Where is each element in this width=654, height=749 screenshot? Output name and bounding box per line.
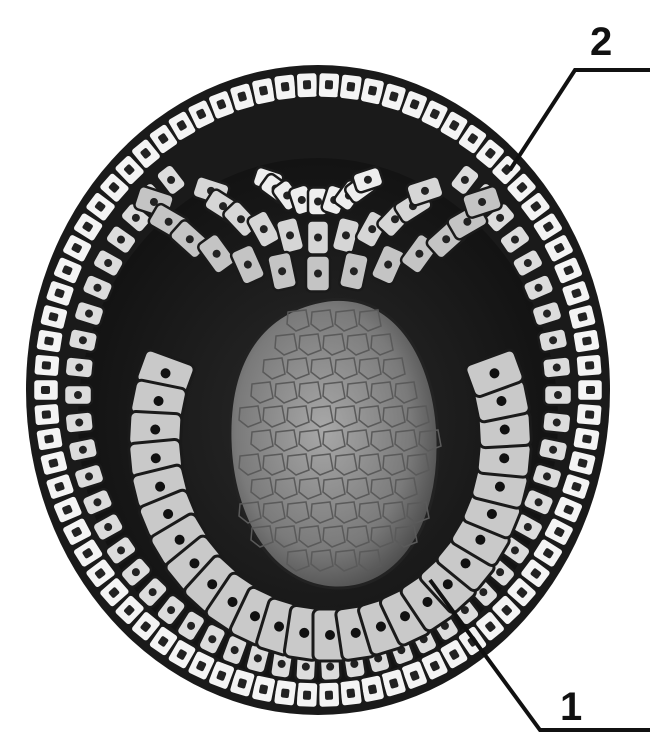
mesoderm-cell bbox=[542, 356, 572, 379]
ectoderm-cell bbox=[39, 449, 70, 477]
neural-cell bbox=[306, 256, 330, 292]
ectoderm-cell bbox=[338, 679, 363, 707]
ectoderm-cell bbox=[567, 303, 598, 331]
neural-cell bbox=[307, 221, 329, 255]
ectoderm-cell bbox=[273, 73, 298, 101]
ectoderm-cell bbox=[575, 353, 603, 377]
mesoderm-cell bbox=[537, 437, 568, 462]
ectoderm-cell bbox=[296, 681, 319, 708]
mesoderm-cell bbox=[67, 437, 98, 462]
mesoderm-cell bbox=[64, 385, 92, 405]
mesoderm-cell bbox=[67, 328, 98, 353]
yolk-mass bbox=[230, 299, 441, 588]
mesoderm-cell bbox=[544, 385, 572, 405]
ectoderm-cell bbox=[33, 353, 61, 377]
ectoderm-cell bbox=[572, 426, 601, 452]
ectoderm-cell bbox=[296, 72, 319, 99]
ectoderm-cell bbox=[317, 72, 340, 99]
ectoderm-cell bbox=[317, 681, 340, 708]
ectoderm-cell bbox=[35, 328, 64, 354]
ectoderm-cell bbox=[33, 403, 61, 427]
mesoderm-cell bbox=[542, 411, 572, 434]
ectoderm-cell bbox=[575, 403, 603, 427]
ectoderm-cell bbox=[33, 379, 59, 401]
mesoderm-cell bbox=[64, 411, 94, 434]
ectoderm-cell bbox=[577, 379, 603, 401]
ectoderm-cell bbox=[35, 426, 64, 452]
label-1: 1 bbox=[560, 685, 582, 729]
pointer-line-2 bbox=[510, 70, 650, 170]
label-2: 2 bbox=[590, 20, 612, 64]
ectoderm-cell bbox=[572, 328, 601, 354]
mesoderm-cell bbox=[537, 328, 568, 353]
mesoderm-cell bbox=[64, 356, 94, 379]
